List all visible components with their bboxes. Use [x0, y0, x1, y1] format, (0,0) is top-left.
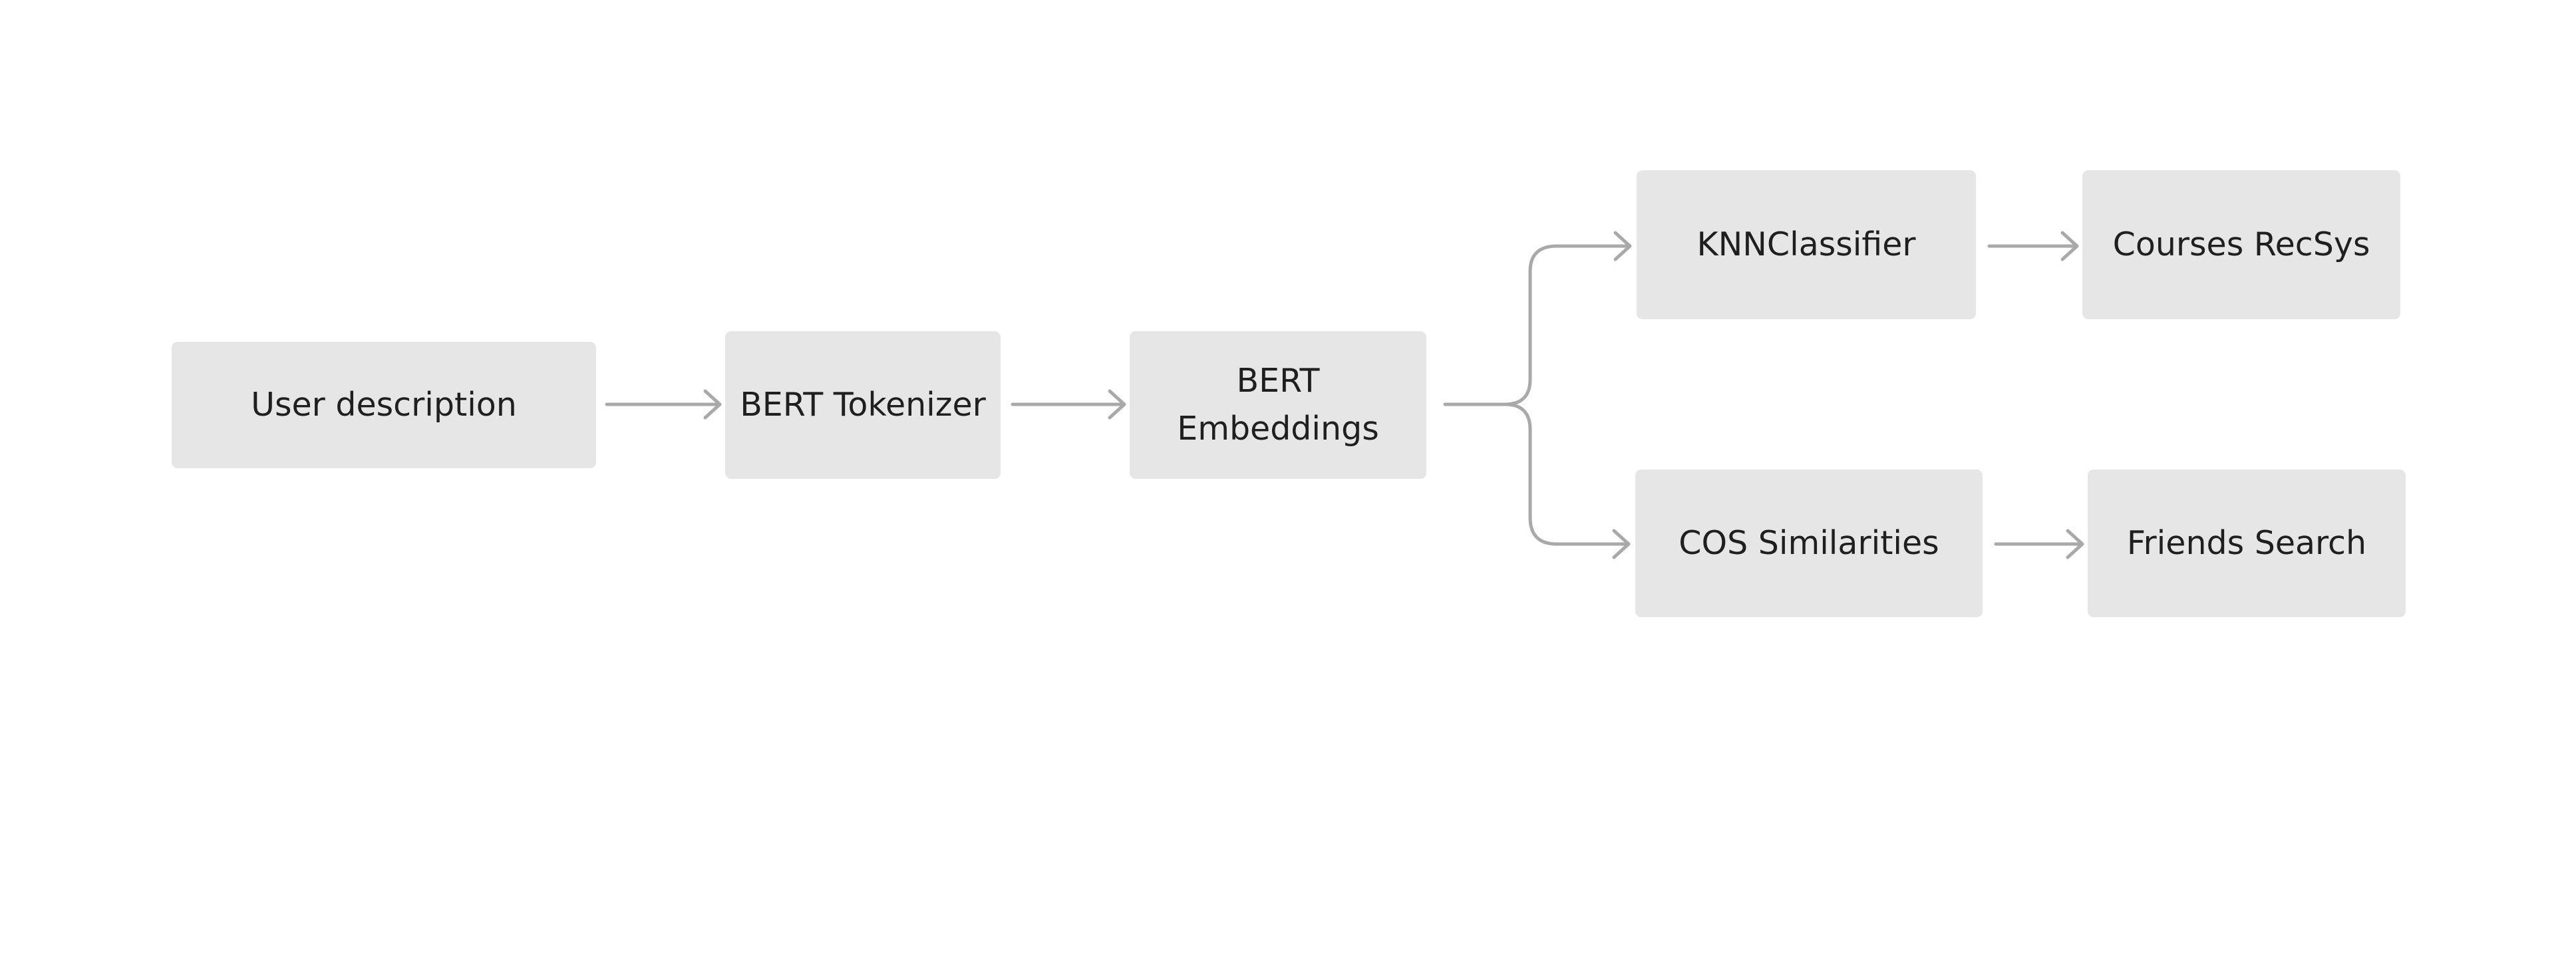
node-bert-embeddings: BERT Embeddings — [1130, 331, 1426, 479]
node-label: User description — [251, 386, 517, 424]
node-label: BERT Tokenizer — [740, 386, 986, 424]
node-courses-recsys: Courses RecSys — [2082, 170, 2400, 319]
arrow-knn-classifier-to-courses-recsys — [1987, 231, 2079, 261]
node-bert-tokenizer: BERT Tokenizer — [725, 331, 1001, 479]
node-label: COS Similarities — [1679, 524, 1939, 562]
node-knn-classifier: KNNClassifier — [1637, 170, 1976, 319]
node-label: Courses RecSys — [2112, 225, 2370, 263]
arrow-cos-similarities-to-friends-search — [1994, 529, 2084, 559]
node-user-description: User description — [172, 342, 596, 468]
node-label-line-1: BERT — [1236, 362, 1320, 400]
node-label-line-2: Embeddings — [1177, 410, 1379, 448]
node-cos-similarities: COS Similarities — [1635, 470, 1983, 617]
node-label: KNNClassifier — [1696, 225, 1916, 263]
node-friends-search: Friends Search — [2088, 470, 2406, 617]
node-label: Friends Search — [2126, 524, 2367, 562]
arrow-bert-embeddings-to-knn-classifier — [1443, 231, 1632, 406]
arrow-user-description-to-bert-tokenizer — [605, 389, 722, 420]
arrow-bert-embeddings-to-cos-similarities — [1503, 402, 1631, 559]
arrow-bert-tokenizer-to-bert-embeddings — [1011, 389, 1126, 420]
